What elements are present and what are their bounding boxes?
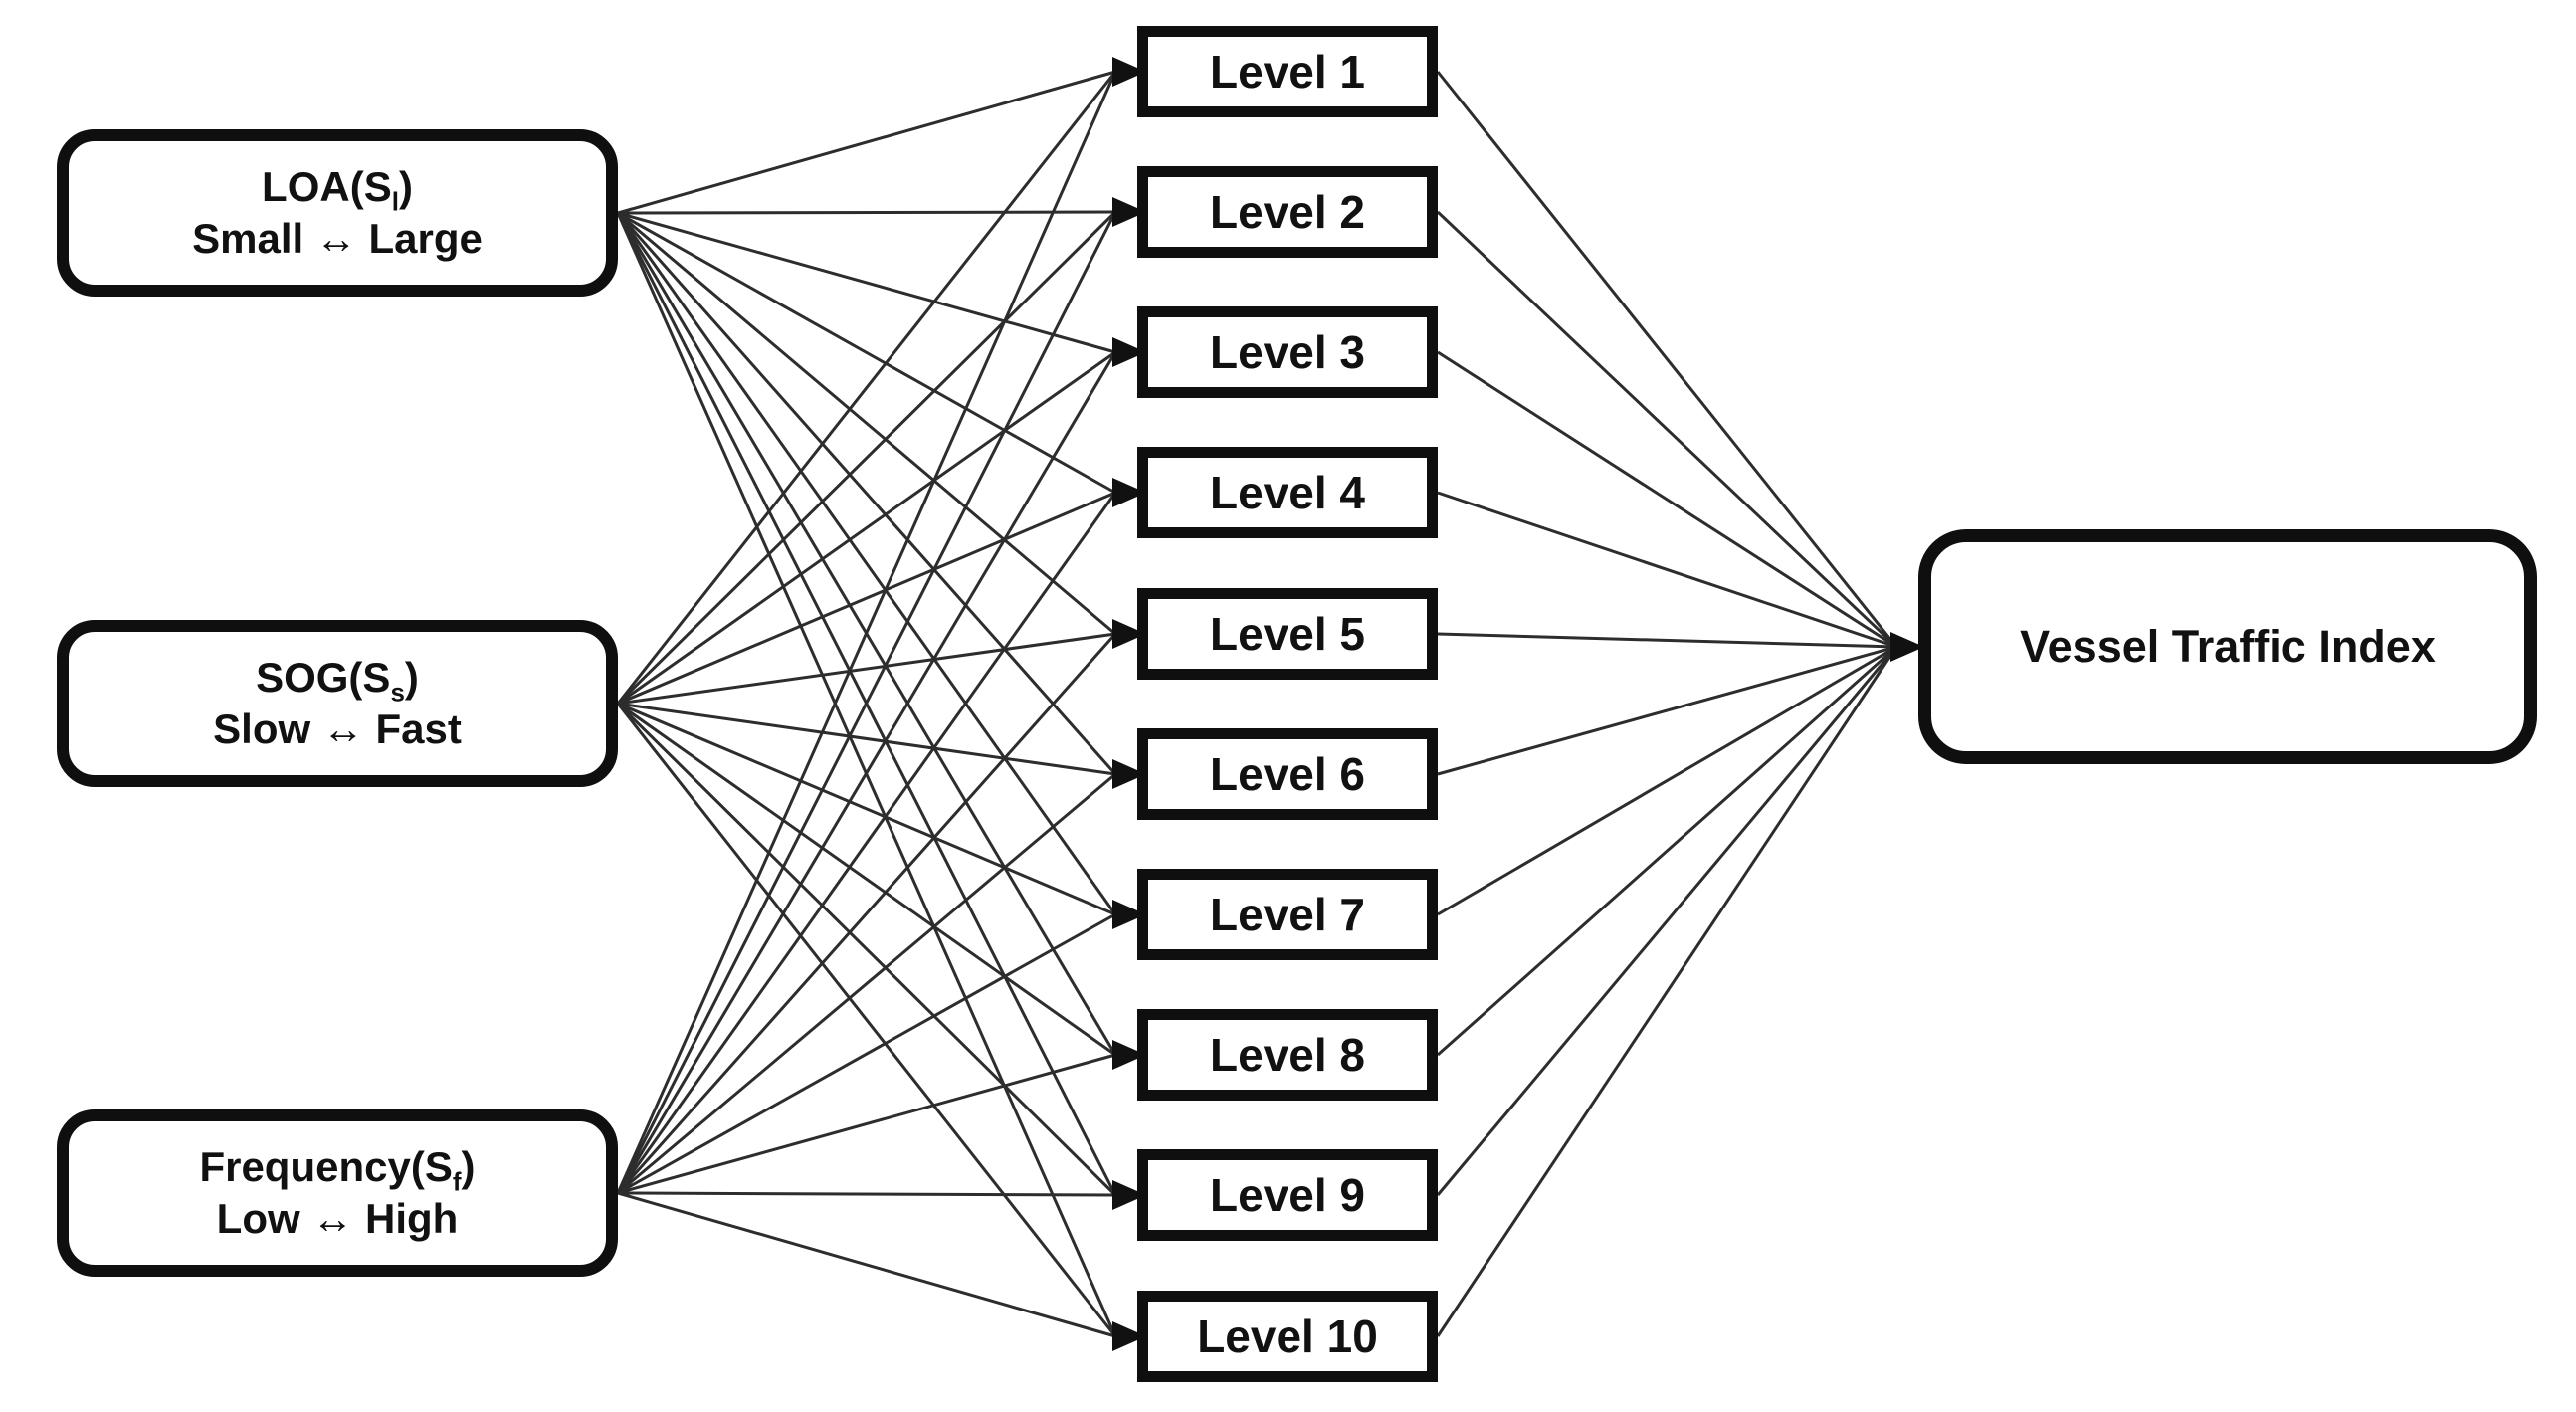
level-label: Level 4 [1210, 467, 1365, 518]
level-node-5: Level 5 [1137, 588, 1438, 680]
level-label: Level 6 [1210, 748, 1365, 800]
level-label: Level 2 [1210, 186, 1365, 238]
level-label: Level 5 [1210, 608, 1365, 660]
level-label: Level 9 [1210, 1169, 1365, 1221]
level-label: Level 7 [1210, 889, 1365, 940]
level-label: Level 3 [1210, 326, 1365, 378]
node-range: Low ↔ High [216, 1195, 459, 1242]
level-node-9: Level 9 [1137, 1149, 1438, 1241]
level-label: Level 1 [1210, 46, 1365, 98]
level-node-10: Level 10 [1137, 1291, 1438, 1382]
node-range: Slow ↔ Fast [213, 706, 462, 752]
subscript: f [452, 1165, 462, 1196]
level-node-7: Level 7 [1137, 869, 1438, 960]
level-node-3: Level 3 [1137, 306, 1438, 398]
node-title: SOG(Ss) [256, 653, 419, 706]
level-node-6: Level 6 [1137, 728, 1438, 820]
output-node-vessel-traffic-index: Vessel Traffic Index [1918, 529, 2537, 764]
level-label: Level 10 [1197, 1311, 1378, 1362]
input-node-sog: SOG(Ss) Slow ↔ Fast [57, 620, 618, 787]
subscript: s [390, 676, 405, 706]
level-node-4: Level 4 [1137, 447, 1438, 538]
input-node-frequency: Frequency(Sf) Low ↔ High [57, 1109, 618, 1277]
level-node-2: Level 2 [1137, 166, 1438, 258]
level-label: Level 8 [1210, 1029, 1365, 1081]
node-range: Small ↔ Large [192, 215, 483, 262]
input-node-loa: LOA(Sl) Small ↔ Large [57, 129, 618, 297]
subscript: l [391, 185, 399, 216]
output-label: Vessel Traffic Index [2020, 621, 2436, 672]
node-title: Frequency(Sf) [199, 1142, 476, 1196]
level-node-8: Level 8 [1137, 1009, 1438, 1101]
level-node-1: Level 1 [1137, 26, 1438, 117]
node-title: LOA(Sl) [262, 162, 413, 216]
